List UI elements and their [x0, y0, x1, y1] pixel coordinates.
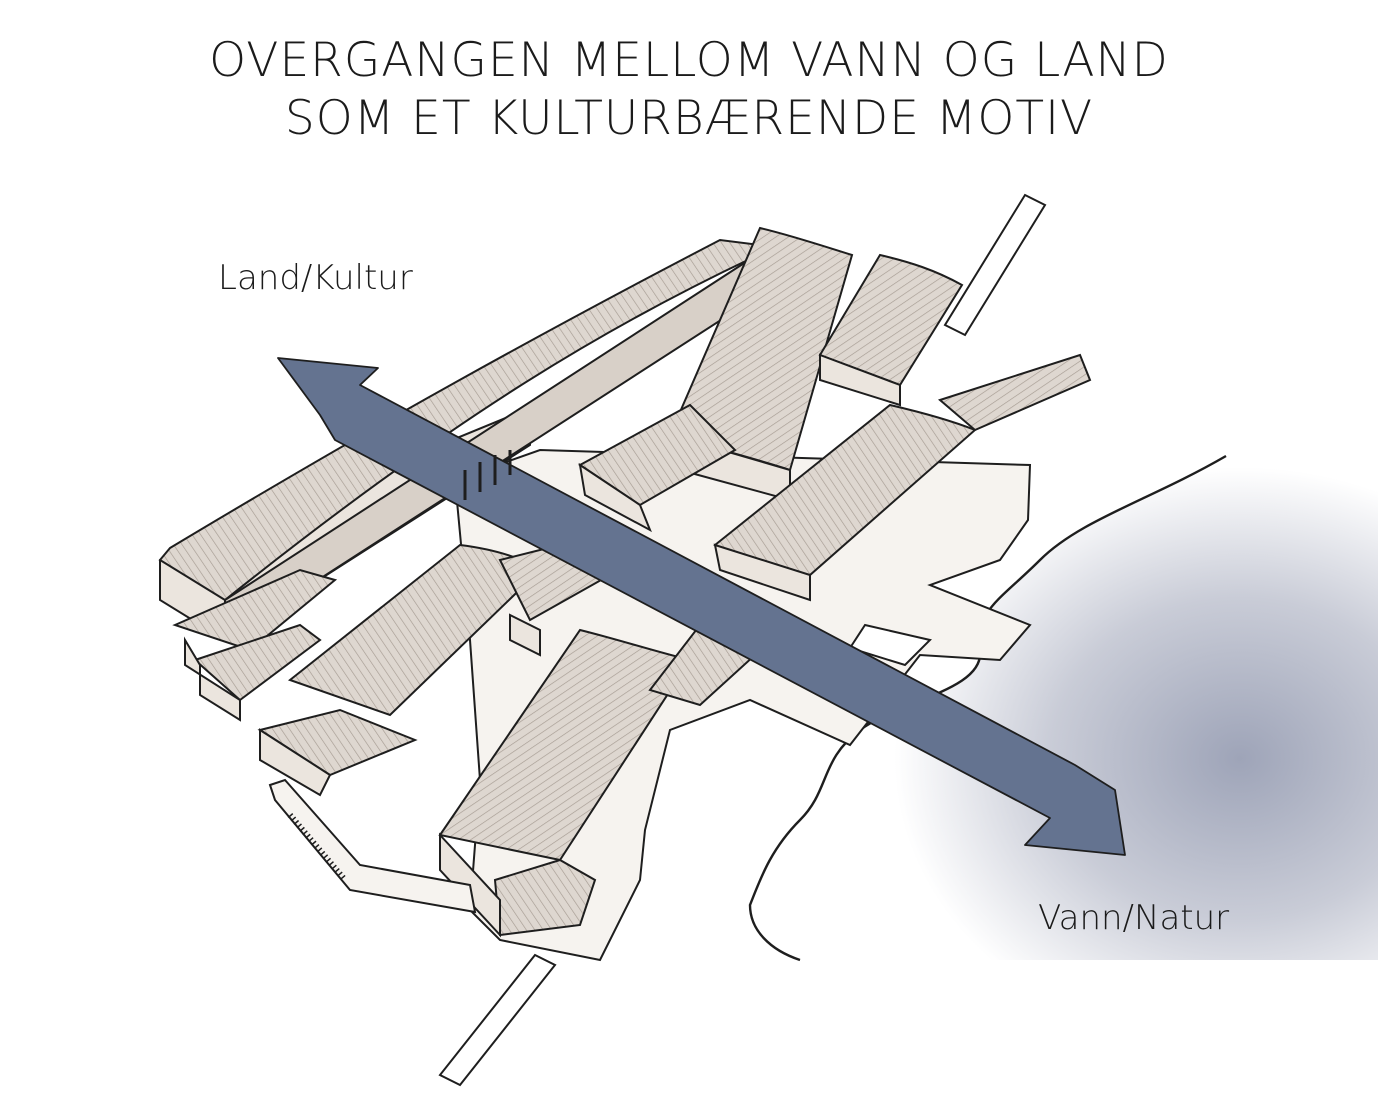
boardwalk [268, 778, 477, 914]
building-middle-small [578, 403, 737, 533]
diagram-title: OVERGANGEN MELLOM VANN OG LAND SOM ET KU… [0, 32, 1378, 148]
axis-arrow [277, 357, 1126, 856]
label-land-culture: Land/Kultur [218, 258, 413, 298]
road-south [438, 953, 557, 1087]
building-southwest-cluster [172, 543, 612, 797]
road-north [943, 193, 1047, 337]
plaza-rectangle [848, 623, 932, 667]
water-area [750, 430, 1378, 960]
label-water-nature: Vann/Natur [1038, 898, 1230, 938]
building-east-wing [713, 353, 1092, 602]
title-line-2: SOM ET KULTURBÆRENDE MOTIV [284, 91, 1094, 146]
crossing-posts [463, 450, 512, 500]
title-line-1: OVERGANGEN MELLOM VANN OG LAND [209, 33, 1169, 88]
building-northeast [818, 253, 964, 407]
